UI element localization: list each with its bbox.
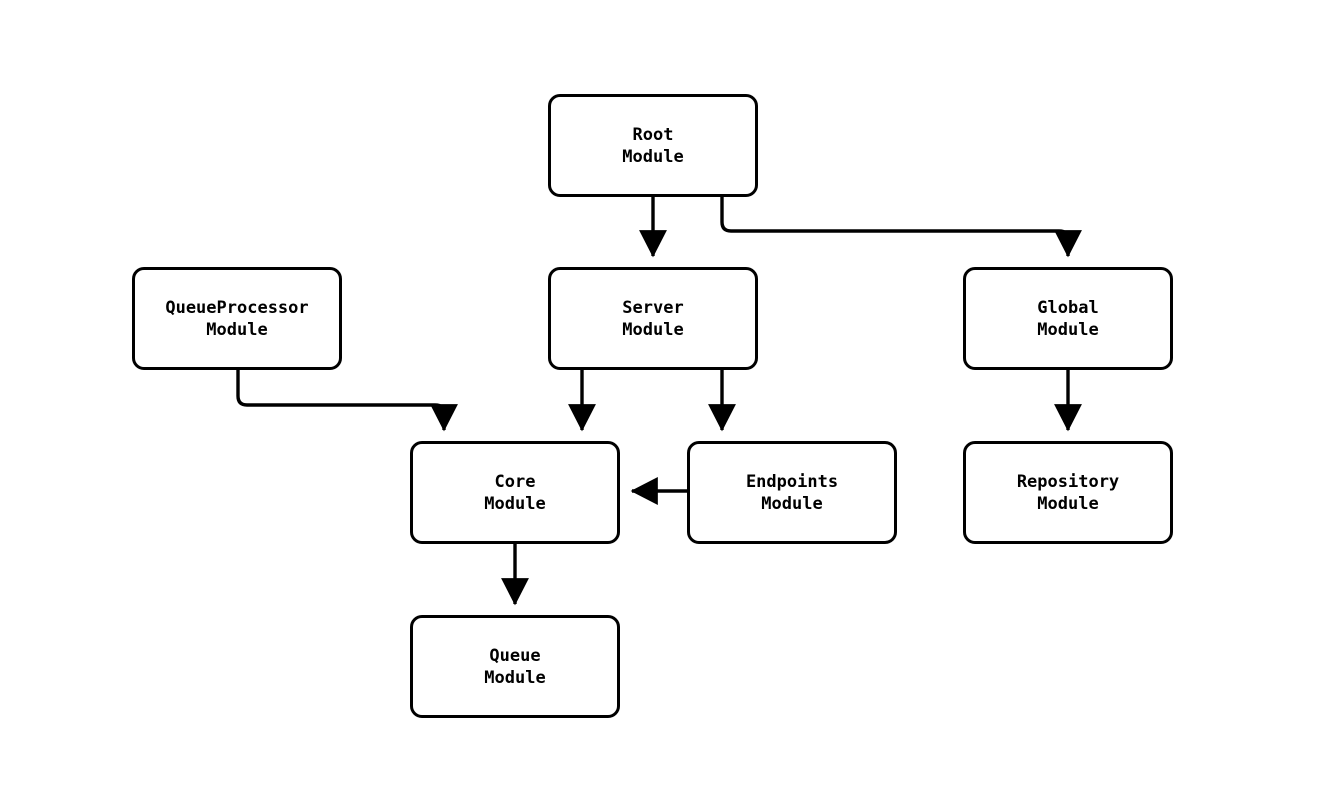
node-endpoints-module-label: Endpoints Module xyxy=(745,471,839,514)
node-queueprocessor-module[interactable]: QueueProcessor Module xyxy=(132,267,342,370)
node-repository-module[interactable]: Repository Module xyxy=(963,441,1173,544)
node-root-module-label: Root Module xyxy=(622,124,684,167)
node-repository-module-label: Repository Module xyxy=(1016,471,1120,514)
node-server-module-label: Server Module xyxy=(622,297,684,340)
edge-queueprocessor-to-core xyxy=(236,370,458,432)
node-queue-module[interactable]: Queue Module xyxy=(410,615,620,718)
node-global-module[interactable]: Global Module xyxy=(963,267,1173,370)
node-core-module-label: Core Module xyxy=(484,471,546,514)
node-root-module[interactable]: Root Module xyxy=(548,94,758,197)
node-global-module-label: Global Module xyxy=(1037,297,1099,340)
node-core-module[interactable]: Core Module xyxy=(410,441,620,544)
node-server-module[interactable]: Server Module xyxy=(548,267,758,370)
edge-root-to-global xyxy=(720,197,1082,258)
node-queue-module-label: Queue Module xyxy=(484,645,546,688)
node-endpoints-module[interactable]: Endpoints Module xyxy=(687,441,897,544)
node-queueprocessor-module-label: QueueProcessor Module xyxy=(165,297,309,340)
